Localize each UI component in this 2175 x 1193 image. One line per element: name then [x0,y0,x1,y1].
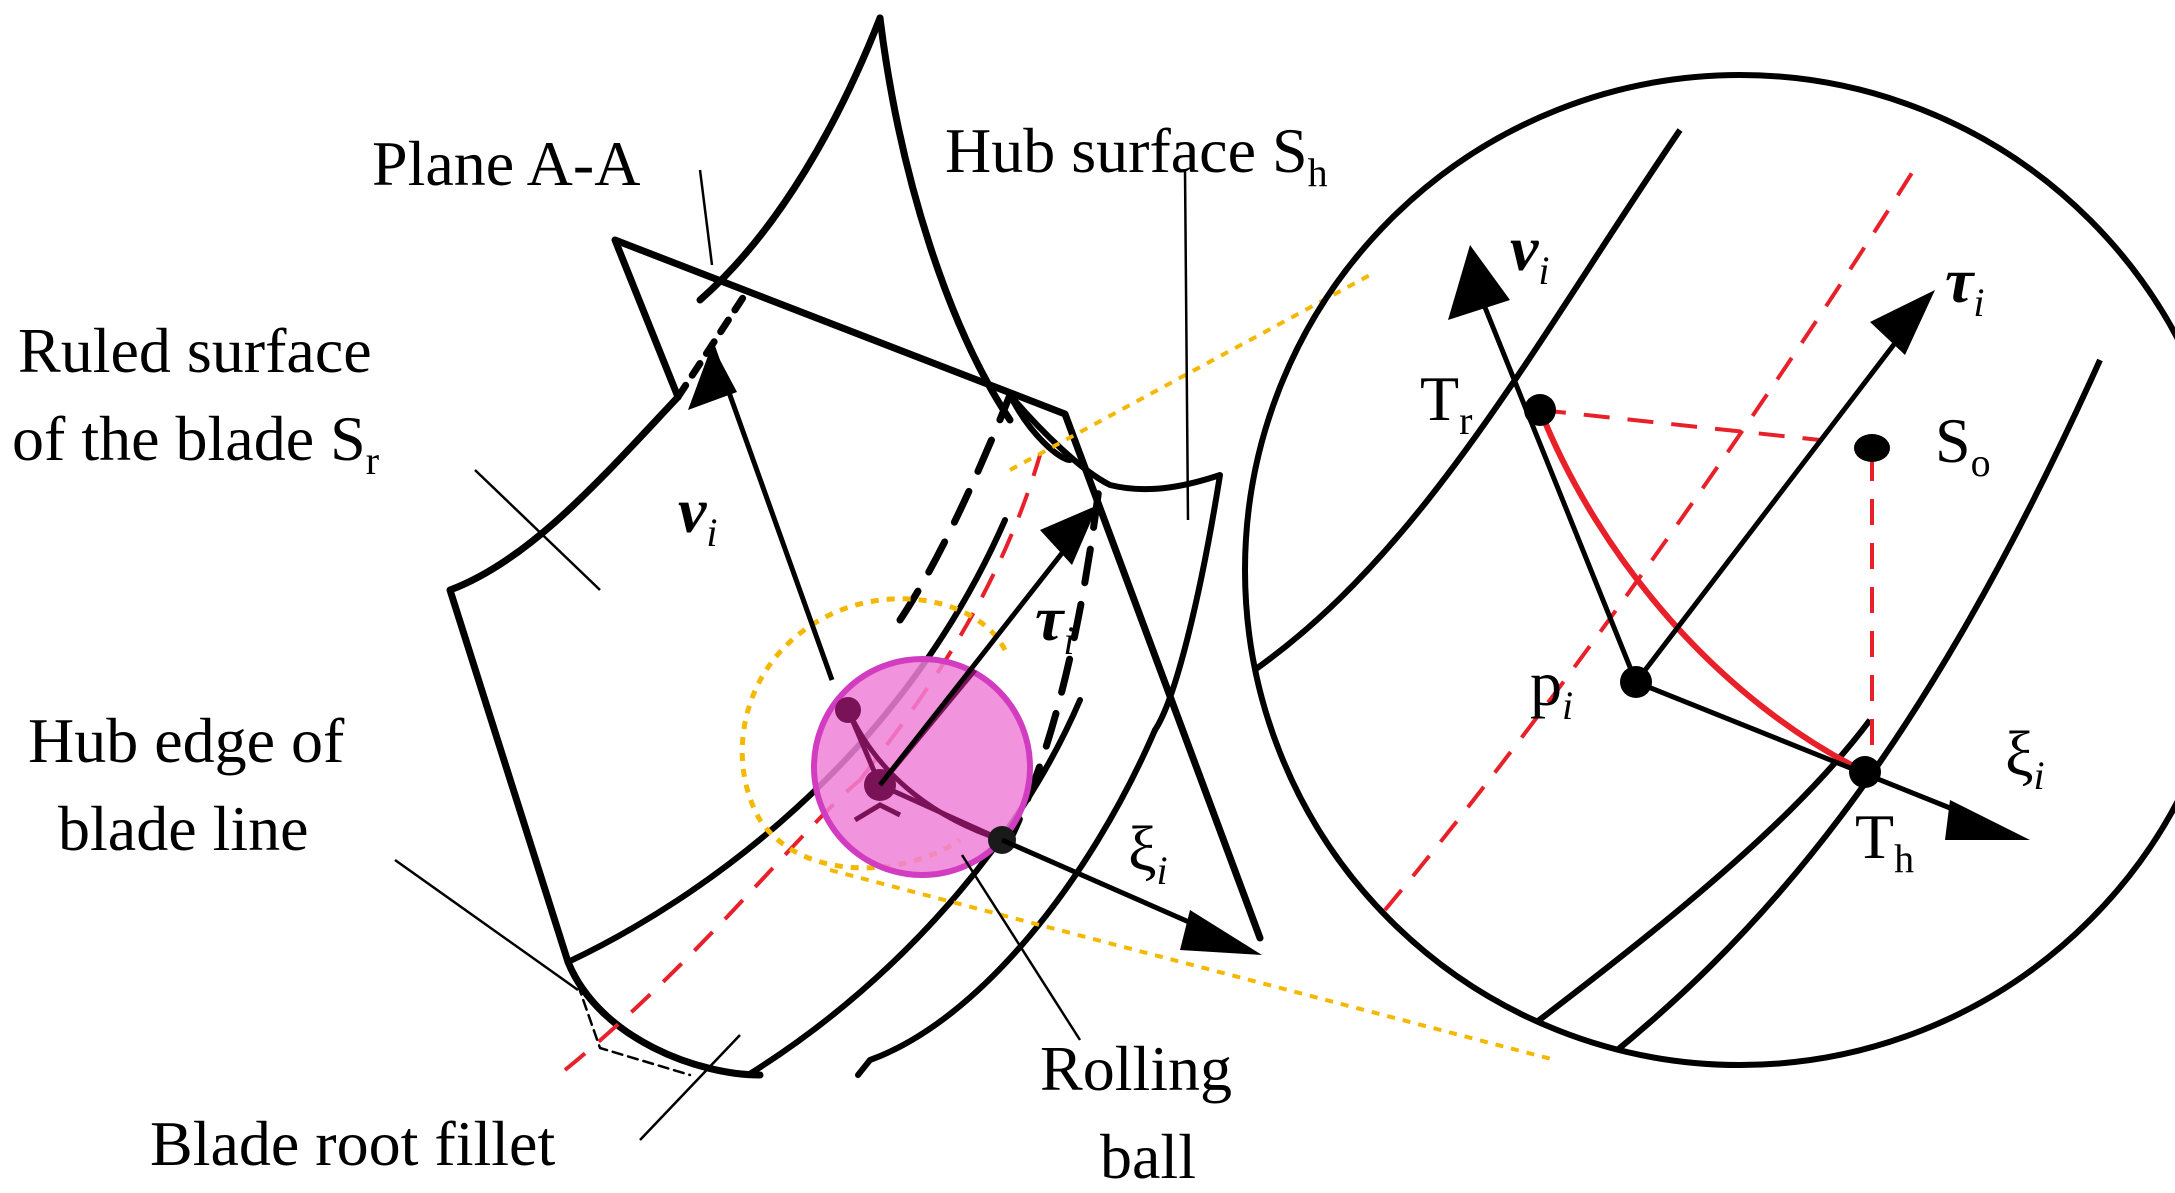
label-ruled-line2: of the blade Sr [12,403,379,483]
label-rolling-line2: ball [1100,1121,1196,1192]
ball-point-tr [835,697,861,723]
label-tau-right-main: τ [1945,245,1976,316]
label-ruled-line2-main: of the blade S [12,403,366,474]
blade-upper-surface-left-edge [696,14,884,304]
label-xi-right-main: ξ [2005,718,2034,789]
point-p [1620,666,1652,698]
v-vector-arrow [709,344,835,681]
leader-plane [698,169,714,266]
label-tau-right: τi [1945,245,1985,325]
label-tr-main: T [1420,363,1459,434]
leader-hub-edge [394,858,579,992]
left-leaders [394,169,1190,1141]
zoom-curve-1 [1245,128,1683,683]
point-tr [1524,394,1556,426]
label-xi-right-sub: i [2034,753,2045,798]
label-tau-left-sub: i [1063,618,1074,663]
plane-aa-corner [1007,392,1073,463]
zoom-tau-arrowhead [1870,290,1935,355]
label-v-left-main: v [678,475,707,546]
fillet-curve-2 [745,697,1083,1078]
zoom-tau-line [1634,328,1907,684]
fillet-back-dashed-1 [896,391,1014,624]
leader-hub-surface [1183,169,1190,521]
label-so: So [1935,405,1991,485]
zoom-xi-line [1635,679,1981,823]
label-th-sub: h [1894,836,1914,881]
zoom-circle [1242,72,2175,1068]
label-v-right: vi [1510,213,1550,293]
plane-aa [611,236,1264,942]
label-hub-surface-sub: h [1308,150,1328,195]
label-xi-left-sub: i [1157,848,1168,893]
label-xi-left-main: ξ [1128,813,1157,884]
label-tau-left: τi [1035,583,1075,663]
label-rolling-line1: Rolling [1040,1033,1232,1104]
zoom-v-line [1477,294,1639,683]
label-tr: Tr [1420,363,1472,443]
label-plane: Plane A-A [372,128,640,199]
label-xi-left: ξi [1128,813,1168,893]
fillet-curve-1 [565,517,1008,965]
zoom-connector-bottom [829,868,1556,1062]
label-tau-right-sub: i [1973,280,1984,325]
label-v-left-sub: i [706,510,717,555]
rolling-ball [811,656,1033,878]
label-tau-left-main: τ [1035,583,1066,654]
v-arrowhead [688,345,737,410]
label-so-sub: o [1971,440,1991,485]
label-th: Th [1855,801,1914,881]
leader-fillet [639,1034,741,1141]
label-th-main: T [1855,801,1894,872]
leader-ruled-surface [474,469,601,591]
label-tr-sub: r [1459,398,1472,443]
hub-edge-curve [564,958,764,1079]
zoom-red-dashed [1383,158,1922,912]
zoom-v-arrowhead [1448,245,1510,320]
label-xi-right: ξi [2005,718,2045,798]
plane-aa-dashed-edge [674,286,752,401]
label-ruled-sub: r [366,438,379,483]
zoom-circle-content [1245,128,2103,1065]
xi-arrowhead [1180,910,1262,955]
left-sketch [446,14,1264,1079]
ball-arc [845,708,1003,843]
label-hub-surface-main: Hub surface S [945,115,1308,186]
label-ruled-line1: Ruled surface [18,315,372,386]
label-hub-edge-line1: Hub edge of [28,705,345,776]
zoom-curve-3 [1418,718,1873,1065]
ball-mark [853,802,902,823]
red-dashed-tr-so [1539,408,1821,442]
fillet-dashed-corner [576,983,692,1077]
label-p-main: p [1530,648,1562,719]
tau-arrowhead [1040,505,1098,565]
label-so-main: S [1935,405,1971,476]
label-p-sub: i [1562,683,1573,728]
red-dashed-diagonal [1383,158,1922,912]
point-so [1854,434,1890,462]
tau-vector-arrow [878,518,1090,787]
point-th [1849,756,1881,788]
zoom-curve-2 [1578,358,2103,1065]
label-fillet: Blade root fillet [150,1108,555,1179]
zoom-connector-top [1009,273,1371,472]
label-v-right-sub: i [1538,248,1549,293]
fillet-back-dashed-2 [1001,476,1104,854]
zoom-xi-arrowhead [1945,800,2030,840]
label-p: pi [1530,648,1573,728]
fillet-arc [1537,408,1867,775]
zoom-vectors [1477,294,1981,823]
label-v-left: vi [678,475,718,555]
ruled-surface-outline [446,393,682,966]
label-hub-surface: Hub surface Sh [945,115,1328,195]
leader-rolling [960,854,1082,1041]
label-v-right-main: v [1510,213,1539,284]
fillet-curve-3 [855,727,1158,1078]
label-hub-edge-line2: blade line [58,793,309,864]
hub-surface-top [1007,392,1223,733]
blade-upper-surface-right-edge [876,14,1014,424]
